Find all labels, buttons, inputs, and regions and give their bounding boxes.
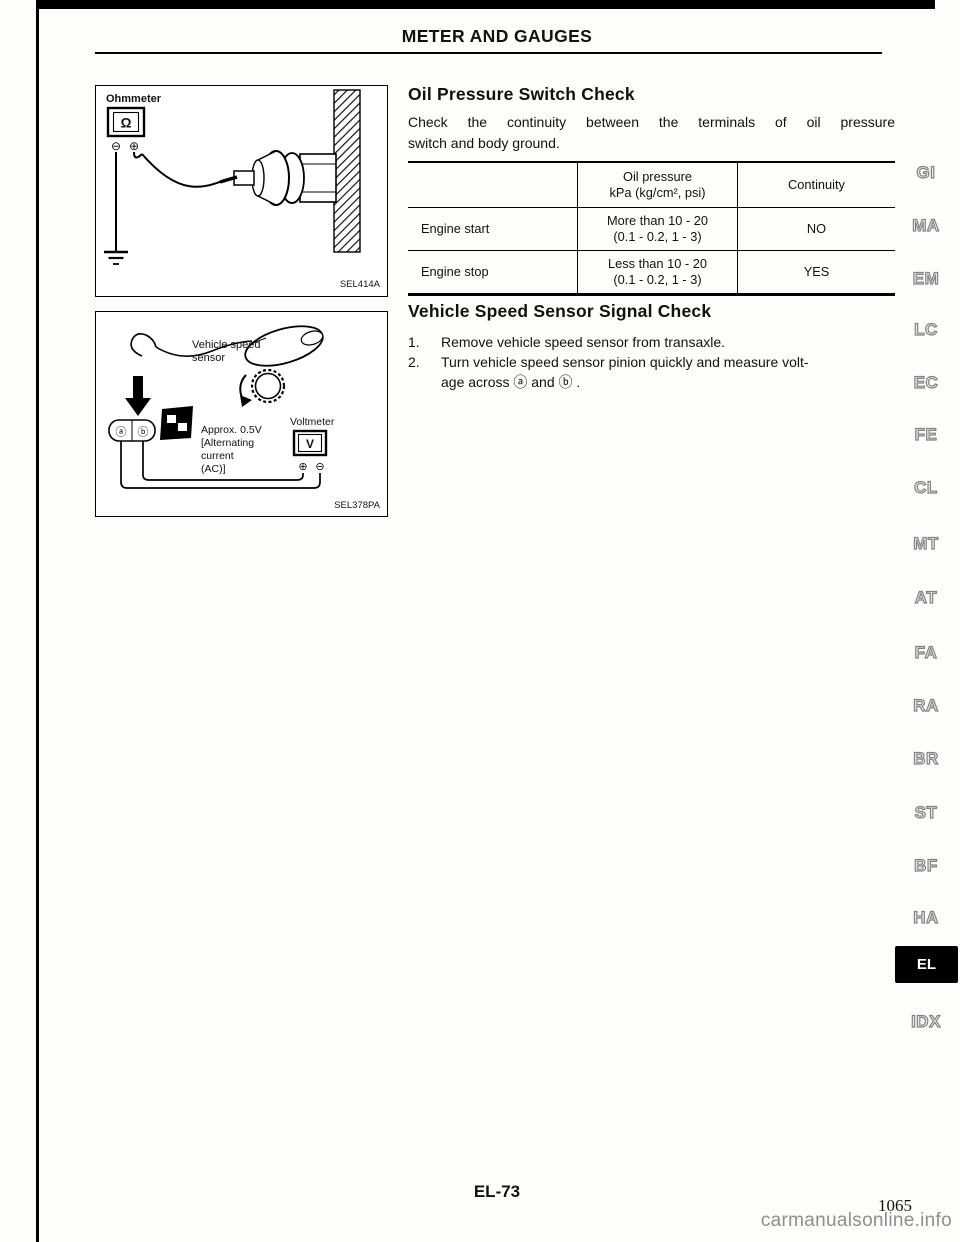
plus-terminal-icon: ⊕ bbox=[129, 139, 139, 153]
tab-at: AT bbox=[914, 587, 938, 607]
tab-ec: EC bbox=[913, 372, 939, 392]
list-text-line: age across ⓐ and ⓑ . bbox=[441, 374, 581, 390]
tab-mt: MT bbox=[913, 533, 939, 553]
label-leader-line bbox=[252, 337, 267, 344]
volt-symbol: V bbox=[306, 437, 314, 451]
voltmeter-drawing: V ⊕ ⊖ bbox=[292, 429, 328, 473]
minus-terminal-icon: ⊖ bbox=[111, 139, 121, 153]
tab-ha: HA bbox=[913, 907, 939, 927]
vehicle-speed-sensor-drawing bbox=[130, 325, 324, 407]
cell-text: (0.1 - 0.2, 1 - 3) bbox=[613, 229, 702, 244]
figure2-caption: SEL378PA bbox=[334, 500, 380, 511]
sensor-label: Vehicle speed bbox=[192, 339, 261, 351]
tab-ra: RA bbox=[913, 695, 939, 715]
page-title: METER AND GAUGES bbox=[401, 26, 593, 46]
section-title-oil-pressure-switch-check: Oil Pressure Switch Check bbox=[408, 84, 635, 104]
ohmmeter-drawing: Ω ⊖ ⊕ bbox=[106, 106, 146, 153]
list-number: 2. bbox=[408, 354, 420, 370]
list-text: Turn vehicle speed sensor pinion quickly… bbox=[441, 352, 809, 392]
row-continuity-cell: NO bbox=[738, 208, 895, 250]
header-line: kPa (kg/cm², psi) bbox=[609, 185, 706, 200]
cell-text: More than 10 - 20 bbox=[606, 213, 708, 228]
row-value-cell: More than 10 - 20 (0.1 - 0.2, 1 - 3) bbox=[578, 208, 738, 250]
body-text-line: Check the continuity between the termina… bbox=[408, 114, 895, 130]
list-item-2: 2. Turn vehicle speed sensor pinion quic… bbox=[408, 352, 908, 392]
table-header-continuity: Continuity bbox=[738, 163, 895, 207]
tab-br: BR bbox=[913, 748, 939, 768]
tab-bf: BF bbox=[914, 855, 938, 875]
approx-voltage-label: Approx. 0.5V bbox=[201, 424, 262, 436]
minus-terminal-icon: ⊖ bbox=[315, 461, 324, 473]
down-arrow-icon bbox=[125, 376, 151, 416]
section1-body: Check the continuity between the termina… bbox=[408, 112, 895, 154]
pin-b-label: ⓑ bbox=[138, 426, 149, 439]
oil-pressure-switch-drawing bbox=[233, 150, 337, 206]
oil-pressure-table: Oil pressure kPa (kg/cm², psi) Continuit… bbox=[408, 161, 895, 296]
disconnect-icon bbox=[160, 406, 193, 440]
figure2-drawing: Vehicle speed sensor ⓐ ⓑ Approx. 0.5V [A… bbox=[108, 325, 381, 511]
print-page-number: 1065 bbox=[878, 1196, 912, 1215]
table-row: Engine stop Less than 10 - 20 (0.1 - 0.2… bbox=[408, 251, 895, 293]
tab-ma: MA bbox=[912, 215, 940, 235]
pin-a-label: ⓐ bbox=[116, 426, 127, 439]
row-label-cell: Engine stop bbox=[408, 251, 578, 293]
figure-vehicle-speed-sensor: Vehicle speed sensor ⓐ ⓑ Approx. 0.5V [A… bbox=[95, 311, 388, 517]
section-title-vehicle-speed-sensor-signal-check: Vehicle Speed Sensor Signal Check bbox=[408, 301, 712, 321]
voltmeter-label: Voltmeter bbox=[290, 416, 335, 428]
row-continuity-cell: YES bbox=[738, 251, 895, 293]
list-text: Remove vehicle speed sensor from transax… bbox=[441, 334, 726, 350]
sensor-label: sensor bbox=[192, 352, 225, 364]
side-tab-index: GI MA EM LC EC FE CL MT AT FA RA BR ST B… bbox=[895, 0, 959, 1242]
approx-voltage-label: (AC)] bbox=[201, 463, 226, 475]
header-line: Continuity bbox=[788, 177, 845, 192]
tab-gi: GI bbox=[916, 162, 936, 182]
tab-cl: CL bbox=[914, 477, 938, 497]
omega-icon: Ω bbox=[121, 116, 132, 131]
figure-oil-pressure-switch: Ohmmeter Ω ⊖ ⊕ SEL414A bbox=[95, 85, 388, 297]
ground-symbol-icon bbox=[104, 236, 128, 265]
tab-st: ST bbox=[914, 802, 938, 822]
tab-el-active: EL bbox=[895, 946, 958, 983]
cell-text: (0.1 - 0.2, 1 - 3) bbox=[613, 272, 702, 287]
cell-text: NO bbox=[806, 221, 827, 236]
header-line: Oil pressure bbox=[623, 169, 692, 184]
table-row: Engine start More than 10 - 20 (0.1 - 0.… bbox=[408, 208, 895, 251]
watermark: carmanualsonline.info bbox=[760, 1210, 952, 1231]
title-rule bbox=[95, 52, 882, 54]
figure1-caption: SEL414A bbox=[340, 279, 381, 290]
approx-voltage-label: [Alternating bbox=[201, 437, 254, 449]
list-text-line: Turn vehicle speed sensor pinion quickly… bbox=[441, 354, 809, 370]
tab-lc: LC bbox=[914, 319, 938, 339]
test-leads bbox=[115, 151, 238, 236]
table-header-blank bbox=[408, 163, 578, 207]
tab-em: EM bbox=[912, 268, 940, 288]
body-text-line: switch and body ground. bbox=[408, 135, 560, 151]
plus-terminal-icon: ⊕ bbox=[298, 461, 307, 473]
measure-wires bbox=[120, 441, 321, 489]
sensor-connector: ⓐ ⓑ bbox=[108, 419, 156, 442]
scan-left-edge bbox=[36, 0, 39, 1242]
list-item-1: 1. Remove vehicle speed sensor from tran… bbox=[408, 332, 908, 352]
cell-text: Less than 10 - 20 bbox=[608, 256, 707, 271]
table-header-oil-pressure: Oil pressure kPa (kg/cm², psi) bbox=[578, 163, 738, 207]
figure1-drawing: Ohmmeter Ω ⊖ ⊕ SEL414A bbox=[104, 89, 381, 290]
tab-idx: IDX bbox=[911, 1011, 941, 1031]
table-header-row: Oil pressure kPa (kg/cm², psi) Continuit… bbox=[408, 163, 895, 208]
tab-fe: FE bbox=[914, 424, 938, 444]
approx-voltage-label: current bbox=[201, 450, 234, 462]
list-number: 1. bbox=[408, 334, 420, 350]
footer-page-code: EL-73 bbox=[473, 1182, 521, 1201]
row-label-cell: Engine start bbox=[408, 208, 578, 250]
ohmmeter-label: Ohmmeter bbox=[106, 93, 162, 105]
scan-top-bar bbox=[36, 0, 935, 9]
cell-text: YES bbox=[803, 264, 830, 279]
cell-text: Engine start bbox=[421, 221, 490, 236]
tab-fa: FA bbox=[914, 642, 938, 662]
cell-text: Engine stop bbox=[421, 264, 489, 279]
wall-hatch bbox=[333, 89, 361, 253]
row-value-cell: Less than 10 - 20 (0.1 - 0.2, 1 - 3) bbox=[578, 251, 738, 293]
